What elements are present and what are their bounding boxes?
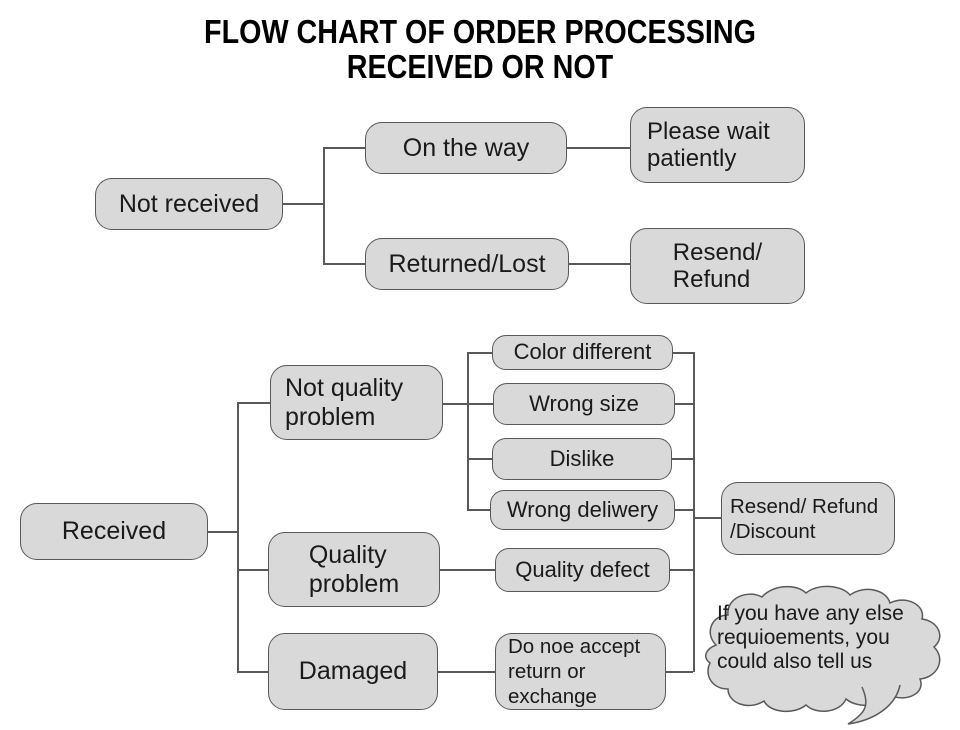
speech-bubble-cloud-shape [705,585,941,713]
node-color-different-label: Color different [513,339,652,365]
node-not-quality-problem: Not quality problem [270,365,443,440]
node-not-received-label: Not received [118,189,260,218]
node-do-noe-accept: Do noe accept return or exchange [495,633,666,710]
connector-damaged-to-do-noe-accept [438,671,495,673]
node-wrong-deliwery: Wrong deliwery [490,490,675,530]
node-dislike-label: Dislike [549,445,615,471]
node-received: Received [20,503,208,560]
connector-dislike-out [672,458,693,460]
node-returned-lost: Returned/Lost [365,238,569,290]
connector-received-stem [208,531,237,533]
speech-bubble-tail-outline [847,684,901,725]
node-dislike: Dislike [492,438,672,480]
title-line-2: RECEIVED OR NOT [346,48,614,85]
node-not-quality-problem-label: Not quality problem [285,374,404,431]
speech-bubble [705,585,941,725]
connector-reasons-rail [467,352,469,510]
connector-color-different-out [673,352,693,354]
connector-to-returned-lost [323,263,365,265]
node-not-received: Not received [95,178,283,230]
connector-quality-problem-to-defect [440,569,495,571]
connector-to-not-quality-problem [237,402,270,404]
connector-not-received-branch-rail [323,147,325,264]
node-do-noe-accept-label: Do noe accept return or exchange [508,635,641,708]
connector-do-noe-accept-out [666,671,693,673]
node-on-the-way: On the way [365,122,567,174]
connector-to-on-the-way [323,147,365,149]
chart-title: FLOW CHART OF ORDER PROCESSING RECEIVED … [62,14,897,84]
connector-on-the-way-to-please-wait [567,147,630,149]
node-returned-lost-label: Returned/Lost [388,249,546,278]
node-damaged-label: Damaged [298,657,408,686]
connector-wrong-size-out [675,403,693,405]
connector-received-branch-rail [237,402,239,672]
node-damaged: Damaged [268,633,438,710]
connector-returned-lost-to-resend [569,263,630,265]
node-please-wait-patiently: Please wait patiently [630,107,805,183]
connector-to-wrong-deliwery [467,509,490,511]
connector-quality-defect-out [670,569,693,571]
connector-to-quality-problem [237,569,268,571]
connector-to-color-different [467,352,492,354]
node-wrong-deliwery-label: Wrong deliwery [506,496,659,522]
node-resend-refund: Resend/ Refund [630,228,805,304]
title-line-1: FLOW CHART OF ORDER PROCESSING [204,13,756,50]
connector-not-received-stem [283,203,323,205]
node-color-different: Color different [492,335,673,370]
connector-outcome-rail [693,352,695,672]
node-resend-refund-discount-label: Resend/ Refund /Discount [730,494,879,543]
connector-wrong-deliwery-out [675,509,693,511]
node-on-the-way-label: On the way [402,133,530,162]
connector-to-dislike [467,458,492,460]
node-wrong-size-label: Wrong size [529,390,639,416]
node-quality-defect-label: Quality defect [515,556,650,582]
node-resend-refund-label: Resend/ Refund [672,238,763,293]
connector-rail-to-outcome [693,517,721,519]
node-resend-refund-discount: Resend/ Refund /Discount [721,482,895,555]
node-received-label: Received [61,517,167,546]
node-quality-problem: Quality problem [268,532,440,607]
speech-bubble-text: If you have any else requioements, you c… [717,602,904,673]
node-please-wait-patiently-label: Please wait patiently [647,117,770,172]
node-quality-problem-label: Quality problem [308,541,400,598]
connector-to-damaged [237,671,268,673]
node-wrong-size: Wrong size [493,383,675,425]
node-quality-defect: Quality defect [495,548,670,592]
